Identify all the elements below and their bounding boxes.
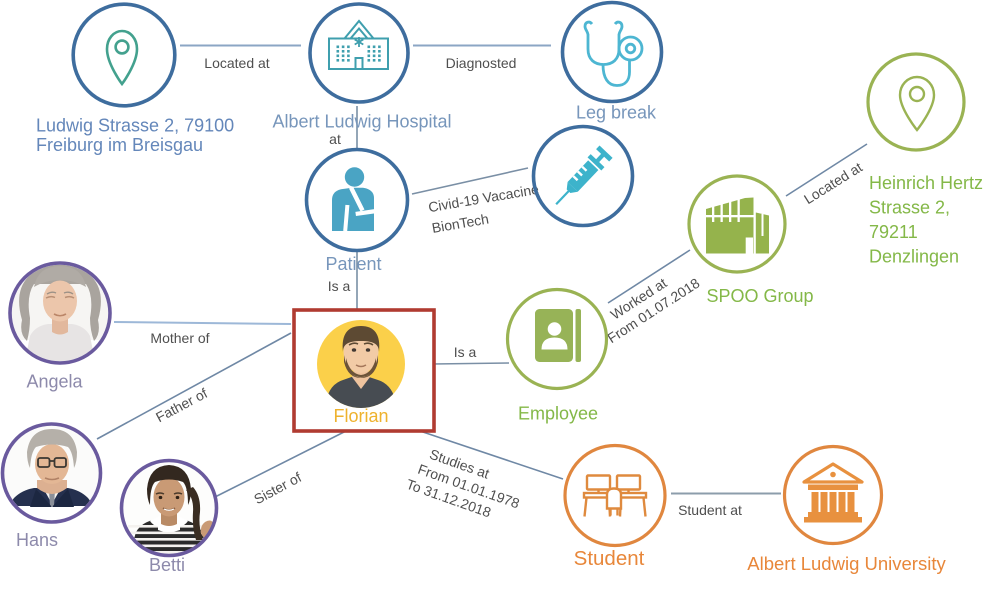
svg-text:Heinrich Hertz: Heinrich Hertz [869,173,983,193]
svg-text:Mother of: Mother of [150,330,209,346]
svg-text:BionTech: BionTech [431,211,490,236]
svg-text:Is a: Is a [454,344,477,360]
svg-text:Strasse 2,: Strasse 2, [869,198,950,218]
svg-text:Denzlingen: Denzlingen [869,247,959,267]
svg-text:Albert Ludwig Hospital: Albert Ludwig Hospital [272,112,451,132]
svg-text:at: at [329,131,341,147]
svg-text:Angela: Angela [26,372,83,392]
svg-text:Student at: Student at [678,502,742,518]
svg-text:Employee: Employee [518,404,598,424]
svg-text:Diagnosted: Diagnosted [446,55,517,71]
svg-text:79211: 79211 [869,222,918,242]
svg-text:Student: Student [574,547,645,570]
svg-text:Located at: Located at [204,55,269,71]
svg-text:Patient: Patient [325,254,381,274]
svg-text:Freiburg im Breisgau: Freiburg im Breisgau [36,135,203,155]
svg-text:SPOO Group: SPOO Group [706,286,813,306]
svg-text:Albert Ludwig University: Albert Ludwig University [747,553,946,574]
svg-text:Civid-19 Vacacine: Civid-19 Vacacine [427,181,540,215]
svg-text:Leg break: Leg break [576,103,657,123]
svg-text:Florian: Florian [333,406,388,426]
svg-text:Ludwig Strasse 2, 79100: Ludwig Strasse 2, 79100 [36,116,234,136]
svg-text:Father of: Father of [153,385,210,425]
svg-text:Hans: Hans [16,530,58,550]
svg-text:Betti: Betti [149,555,185,575]
svg-text:Is a: Is a [328,278,351,294]
